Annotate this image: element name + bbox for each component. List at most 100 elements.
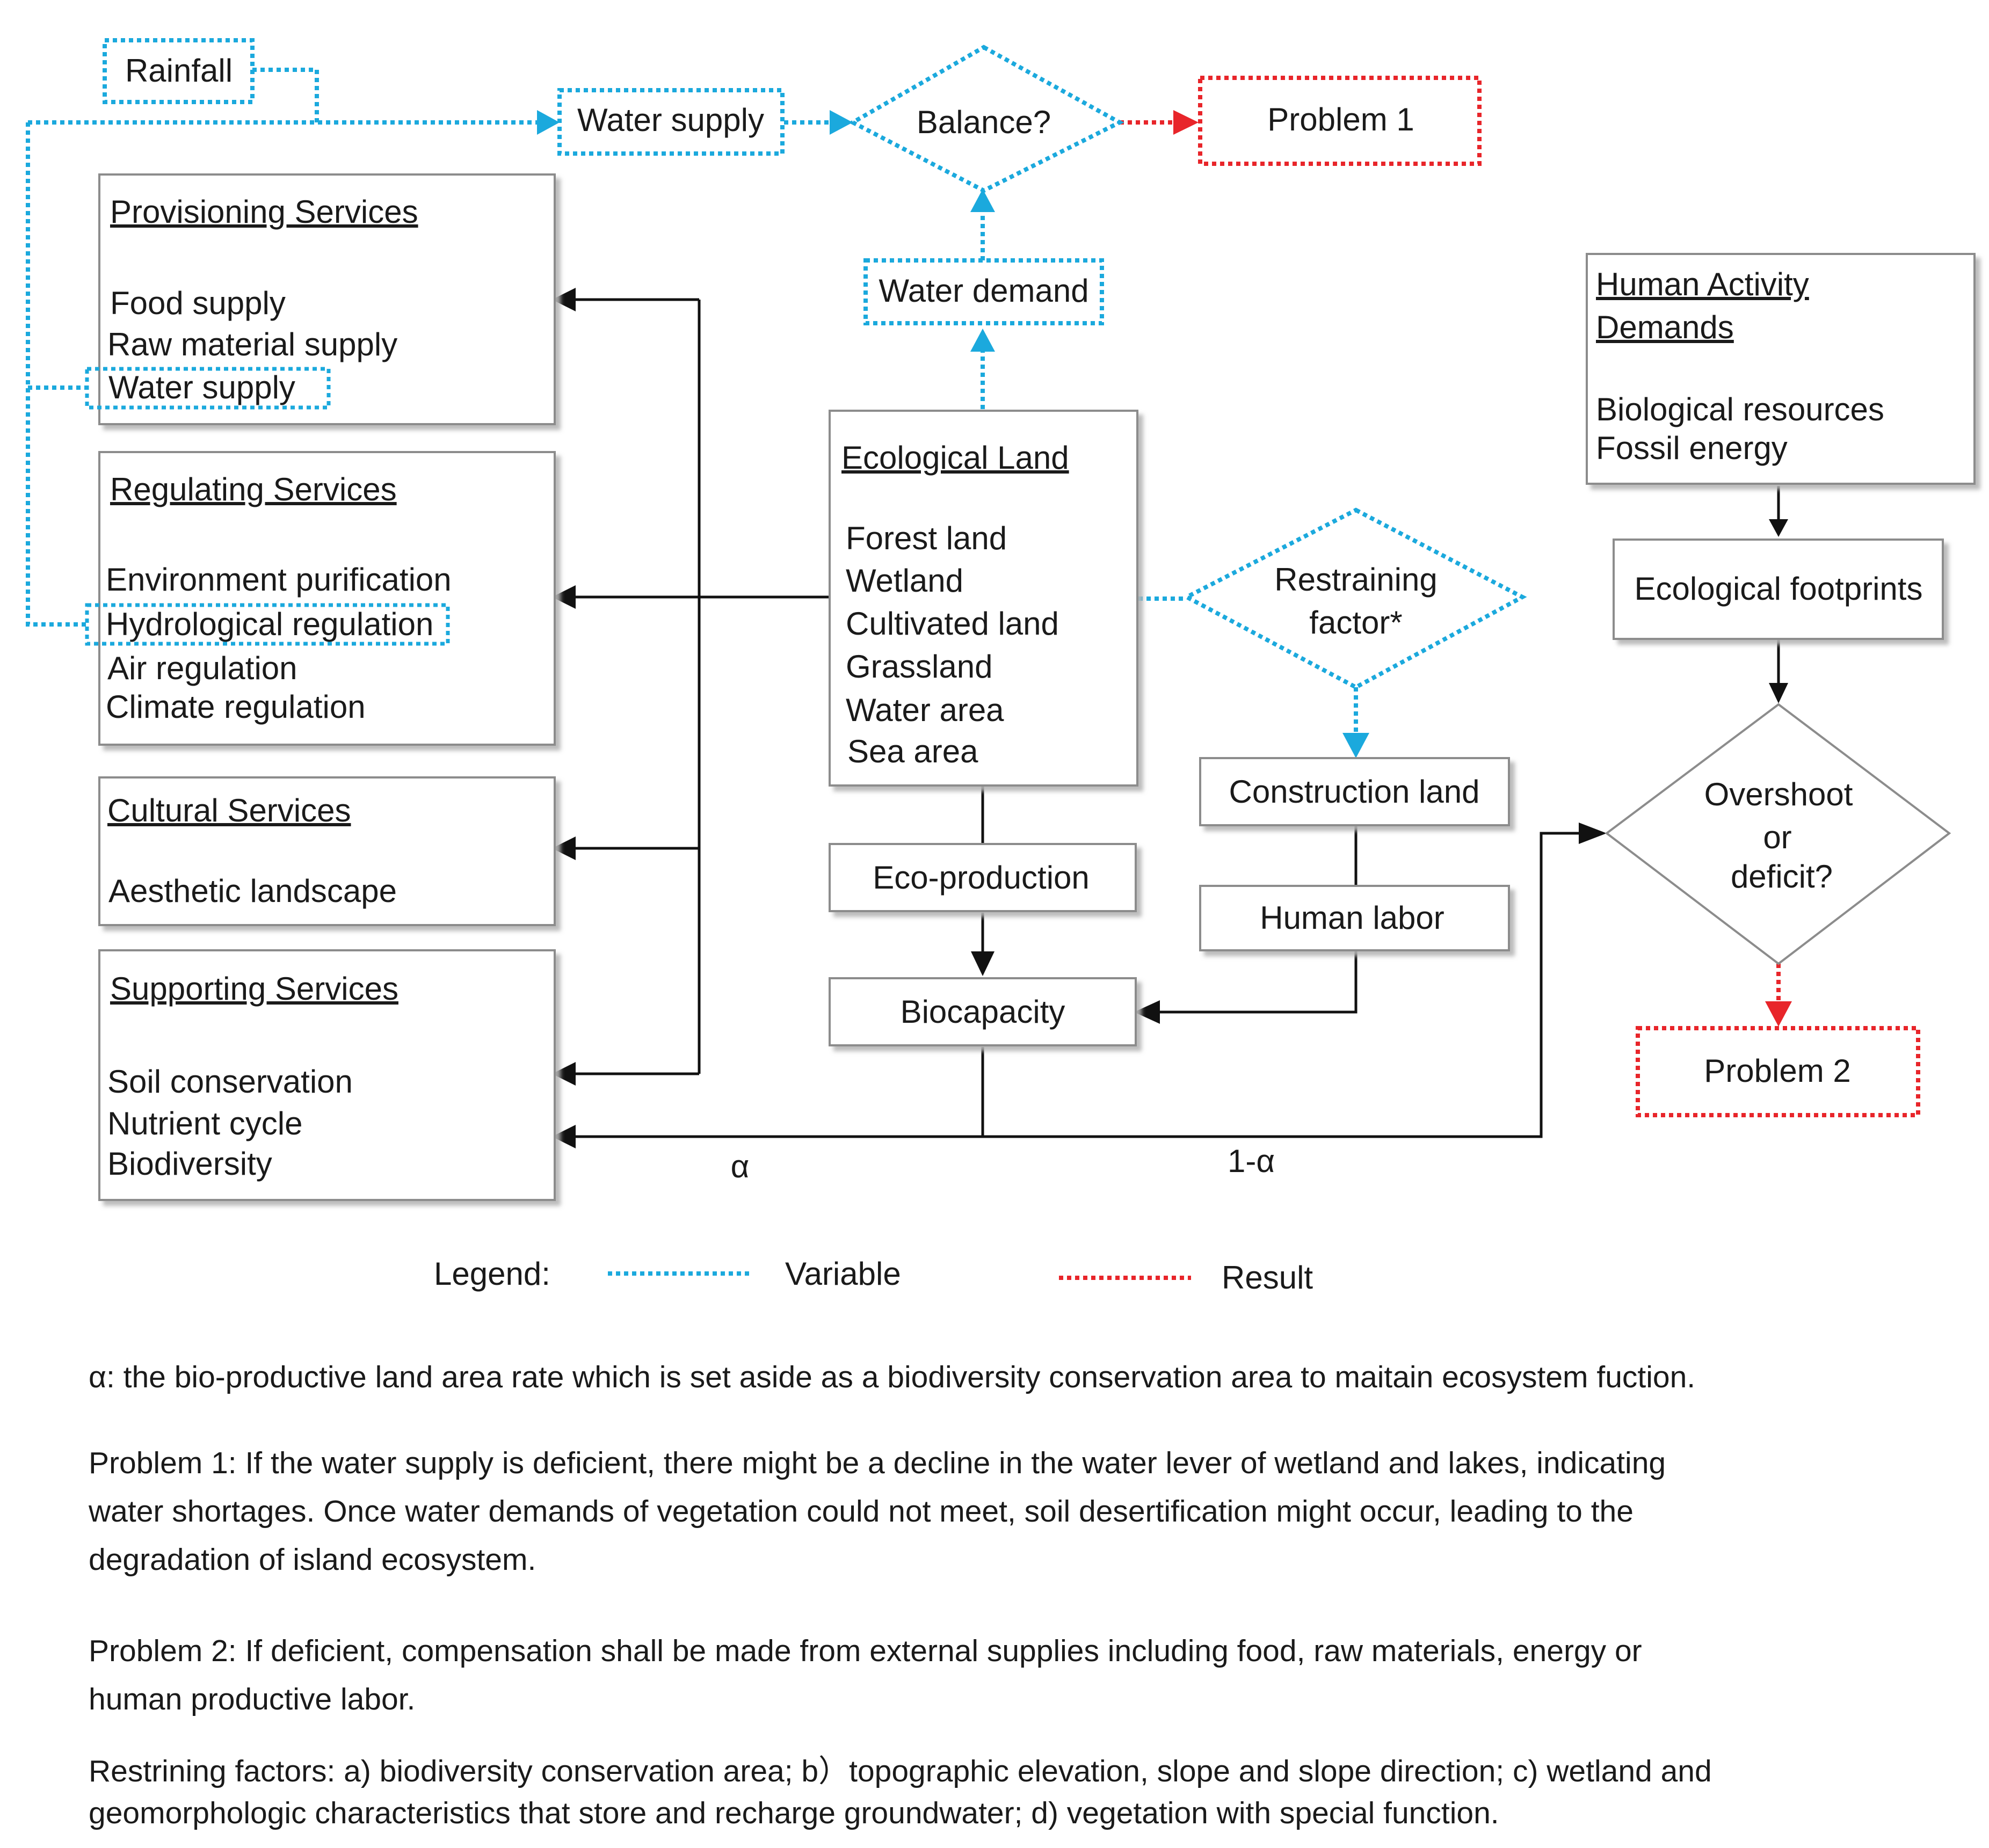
water-supply-label: Water supply [577, 102, 764, 138]
solid-arrowheads [552, 288, 1788, 1148]
arrow-to-overshoot-top [1769, 683, 1788, 703]
biocapacity-label: Biocapacity [901, 994, 1065, 1030]
human-activity-title1: Human Activity [1596, 266, 1809, 302]
labor-to-biocapacity [1160, 951, 1358, 1014]
ecological-footprints-box: Ecological footprints [1613, 539, 1944, 640]
supporting-services-box: Supporting Services Soil conservation Nu… [98, 949, 556, 1201]
note-problem1-line: Problem 1: If the water supply is defici… [89, 1446, 1666, 1480]
supporting-title: Supporting Services [110, 971, 398, 1007]
arrow-to-supporting [552, 1062, 576, 1086]
ecological-footprints-label: Ecological footprints [1635, 571, 1923, 607]
problem2-node: Problem 2 [1636, 1026, 1920, 1117]
regulating-item-hydro: Hydrological regulation [106, 606, 433, 642]
ecological-land-title: Ecological Land [841, 440, 1069, 476]
construction-land-label: Construction land [1229, 774, 1480, 810]
note-alpha: α: the bio-productive land area rate whi… [89, 1360, 1696, 1394]
supporting-item-soil: Soil conservation [107, 1064, 353, 1100]
note-restraining-factors: Restrining factors: a) biodiversity cons… [89, 1750, 1712, 1834]
arrow-to-water-supply [537, 110, 560, 135]
legend-variable-label: Variable [785, 1256, 901, 1292]
arrow-to-cultural [552, 836, 576, 860]
cultural-title: Cultural Services [107, 792, 351, 828]
restraining-line2: factor* [1309, 605, 1402, 641]
balance-decision: Balance? [848, 45, 1124, 193]
regulating-item-climate: Climate regulation [106, 689, 366, 725]
arrow-to-construction-land [1342, 733, 1369, 758]
problem1-label: Problem 1 [1267, 101, 1414, 137]
arrow-to-balance [830, 110, 853, 135]
regulating-item-env: Environment purification [106, 562, 452, 598]
arrow-to-balance-from-demand [970, 189, 995, 212]
water-supply-highlight [85, 367, 331, 410]
note-problem1: Problem 1: If the water supply is defici… [89, 1439, 1666, 1584]
eco-production-box: Eco-production [829, 843, 1137, 912]
rainfall-loop-connector [252, 68, 319, 122]
ecological-land-box: Ecological Land Forest land Wetland Cult… [829, 410, 1138, 787]
legend-result-label: Result [1222, 1260, 1313, 1296]
human-labor-label: Human labor [1260, 900, 1444, 936]
note-problem1-line: degradation of island ecosystem. [89, 1543, 536, 1577]
note-problem1-line: water shortages. Once water demands of v… [89, 1494, 1634, 1529]
arrow-to-problem1 [1173, 110, 1199, 135]
solid-connectors [575, 298, 1780, 1138]
one-minus-alpha-label: 1-α [1228, 1143, 1275, 1179]
supporting-item-nutrient: Nutrient cycle [107, 1105, 302, 1141]
water-supply-node: Water supply [557, 88, 785, 156]
human-activity-item-bio: Biological resources [1596, 391, 1884, 427]
human-activity-item-fossil: Fossil energy [1596, 430, 1788, 466]
restraining-line1: Restraining [1274, 562, 1438, 598]
construction-land-box: Construction land [1199, 757, 1510, 826]
note-problem2-line: Problem 2: If deficient, compensation sh… [89, 1634, 1642, 1668]
rainfall-label: Rainfall [125, 53, 233, 89]
supporting-item-biodiversity: Biodiversity [107, 1146, 272, 1182]
overshoot-line2: or [1763, 819, 1791, 855]
variable-arrowheads [537, 110, 1369, 758]
arrow-to-problem2 [1765, 1001, 1792, 1027]
water-demand-node: Water demand [863, 258, 1104, 325]
cultural-item-aesthetic: Aesthetic landscape [108, 873, 397, 909]
human-labor-box: Human labor [1199, 885, 1510, 951]
note-problem2-line: human productive labor. [89, 1682, 416, 1716]
alpha-label: α [731, 1148, 750, 1184]
provisioning-title: Provisioning Services [110, 194, 418, 230]
note-restraining-line: geomorphologic characteristics that stor… [89, 1796, 1499, 1830]
problem2-label: Problem 2 [1704, 1053, 1850, 1089]
water-demand-label: Water demand [879, 273, 1088, 309]
ecoland-item-forest: Forest land [846, 520, 1007, 556]
regulating-item-air: Air regulation [107, 650, 297, 686]
rainfall-node: Rainfall [103, 38, 255, 104]
arrow-to-regulating [552, 585, 576, 609]
arrow-to-footprints [1769, 519, 1788, 537]
overshoot-line3: deficit? [1731, 858, 1833, 894]
eco-production-label: Eco-production [873, 860, 1090, 896]
provisioning-item-water: Water supply [108, 369, 295, 405]
ecoland-item-water: Water area [846, 692, 1004, 728]
arrow-to-overshoot [1579, 823, 1607, 844]
arrow-to-supporting-alpha [552, 1125, 576, 1148]
left-blue-vertical-connector [26, 122, 87, 627]
legend-label: Legend: [434, 1256, 550, 1292]
legend: Legend: Variable Result [434, 1256, 1313, 1296]
provisioning-item-food: Food supply [110, 285, 286, 321]
balance-label: Balance? [917, 104, 1051, 140]
provisioning-item-raw: Raw material supply [107, 326, 397, 362]
overshoot-decision: Overshoot or deficit? [1605, 703, 1951, 965]
flowchart: Rainfall Water supply Balance? Problem 1… [26, 38, 1976, 1296]
ecoland-item-sea: Sea area [847, 733, 978, 769]
hydro-highlight [85, 603, 450, 646]
ecoland-item-cultivated: Cultivated land [846, 606, 1059, 642]
regulating-services-box: Regulating Services Environment purifica… [85, 451, 556, 746]
problem1-node: Problem 1 [1198, 76, 1482, 166]
biocapacity-box: Biocapacity [829, 977, 1137, 1046]
cultural-services-box: Cultural Services Aesthetic landscape [98, 776, 556, 926]
human-activity-demands-box: Human Activity Demands Biological resour… [1586, 253, 1976, 485]
variable-connectors [26, 68, 1358, 733]
human-activity-title2: Demands [1596, 309, 1734, 345]
ecoland-item-wetland: Wetland [846, 563, 963, 599]
arrow-to-biocapacity-right [1134, 1000, 1160, 1024]
regulating-title: Regulating Services [110, 471, 397, 507]
arrow-to-water-demand [970, 329, 995, 352]
ecoland-item-grassland: Grassland [846, 649, 992, 685]
note-problem2: Problem 2: If deficient, compensation sh… [89, 1627, 1642, 1723]
